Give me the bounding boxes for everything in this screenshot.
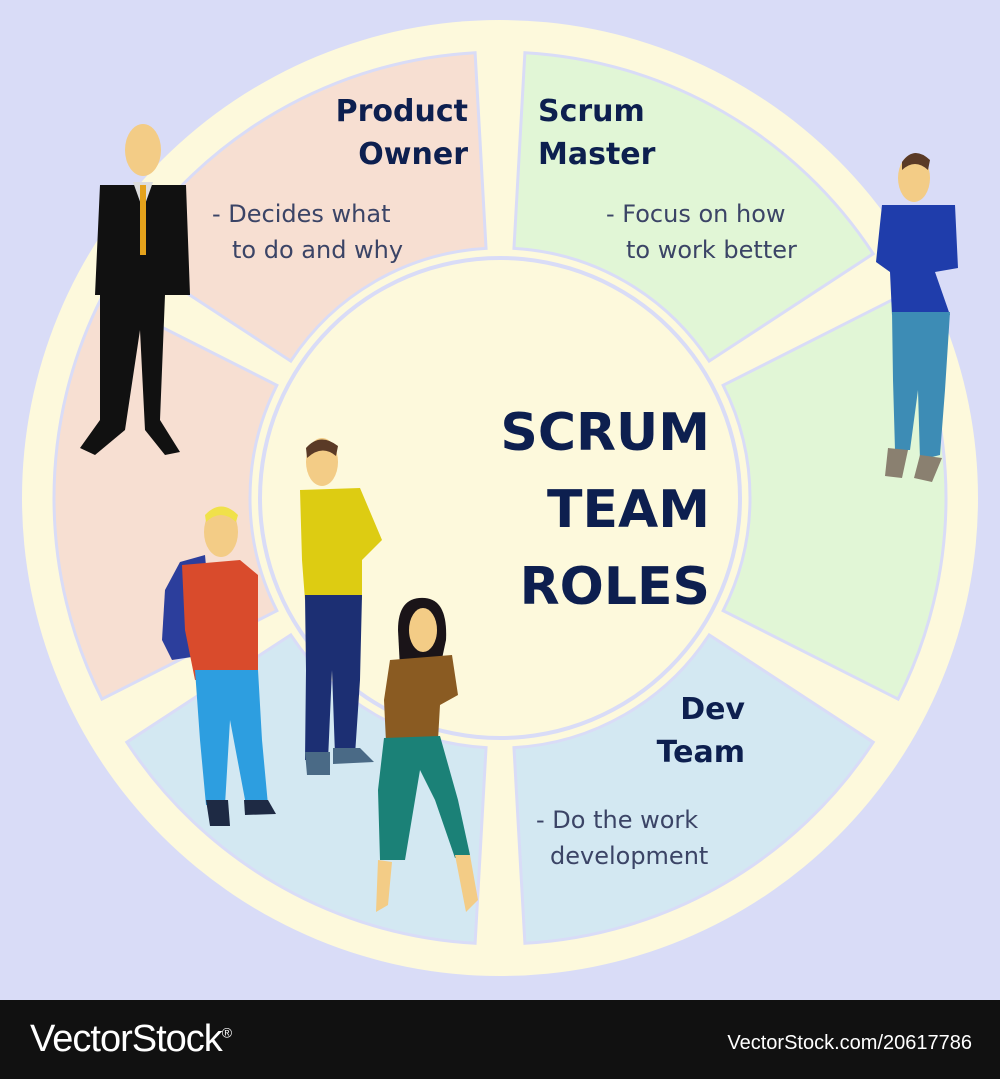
center-title-line: TEAM [547,480,710,540]
role-desc-line: - Decides what [212,200,391,228]
role-title-line: Dev [680,692,745,727]
role-desc-line: to do and why [232,236,404,264]
role-title-line: Scrum [538,94,645,129]
registered-mark: ® [221,1024,232,1041]
role-desc-product-owner: - Decides what to do and why [212,196,403,268]
role-title-dev-team: Dev Team [600,688,745,774]
role-title-line: Team [656,735,745,770]
center-title-line: SCRUM [500,403,710,463]
role-title-line: Product [335,94,468,129]
man-yellow-shirt-figure [300,438,382,775]
scrum-roles-diagram [22,20,978,976]
role-title-product-owner: Product Owner [310,90,468,176]
role-desc-line: to work better [626,236,797,264]
role-desc-scrum-master: - Focus on how to work better [606,196,797,268]
watermark-bar: VectorStock® VectorStock.com/20617786 [0,1000,1000,1079]
student-figure [162,506,276,826]
role-desc-line: - Do the work [536,806,699,834]
role-segment [124,51,488,364]
role-desc-line: - Focus on how [606,200,786,228]
casual-man-figure [876,152,958,482]
center-title-line: ROLES [519,557,710,617]
brand-text: VectorStock [30,1018,223,1060]
role-segment [512,632,876,945]
vectorstock-logo: VectorStock® [30,1018,232,1061]
role-segments [52,51,948,945]
center-title: SCRUM TEAM ROLES [440,395,710,626]
woman-figure [376,597,478,912]
businessman-figure [80,124,190,455]
inner-circle [262,260,738,736]
role-desc-line: development [550,842,709,870]
role-title-line: Master [538,137,656,172]
role-title-line: Owner [358,137,468,172]
role-desc-dev-team: - Do the work development [536,802,708,874]
role-title-scrum-master: Scrum Master [538,90,655,176]
role-segment [512,51,876,364]
image-id: VectorStock.com/20617786 [727,1032,972,1054]
